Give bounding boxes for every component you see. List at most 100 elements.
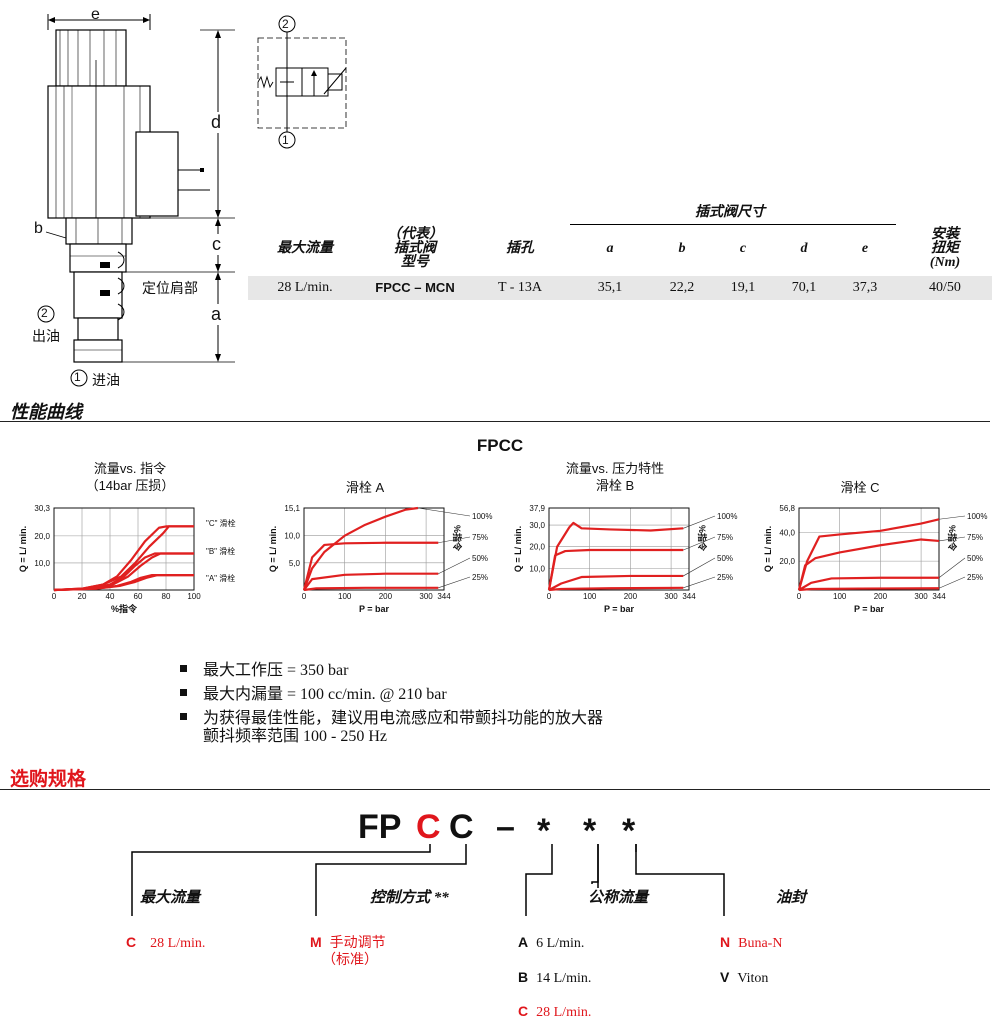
series-line xyxy=(303,586,439,592)
td-torque: 40/50 xyxy=(929,280,961,295)
series-line xyxy=(798,587,940,592)
option-key: B xyxy=(518,969,529,985)
code-control: C xyxy=(449,808,474,846)
y-tick-label: 20,0 xyxy=(529,543,545,552)
th-a: a xyxy=(606,241,614,256)
series-label: 100% xyxy=(967,512,987,521)
series-leader xyxy=(683,576,716,589)
bullet-continuation: 颤抖频率范围 100 - 250 Hz xyxy=(203,728,387,745)
valve-drawing xyxy=(37,14,235,387)
y-tick-label: 20,0 xyxy=(779,557,795,566)
x-axis-label: %指令 xyxy=(111,603,138,614)
y-tick-label: 56,8 xyxy=(779,504,795,513)
ordering-section-title: 选购规格 xyxy=(10,769,87,790)
group-seal: 油封 xyxy=(776,890,807,906)
series-leader xyxy=(683,515,716,529)
option-key: M xyxy=(310,934,322,950)
plot-frame xyxy=(548,507,690,591)
option-key: C xyxy=(518,1003,529,1019)
x-tick-label: 100 xyxy=(833,592,847,601)
x-tick-label: 344 xyxy=(437,592,451,601)
td-a: 35,1 xyxy=(597,280,623,295)
chart3-subtitle: 滑栓 B xyxy=(595,478,635,493)
y-tick-label: 5,0 xyxy=(289,559,301,568)
td-cavity: T - 13A xyxy=(497,280,543,295)
series-line xyxy=(797,538,940,591)
y-tick-label: 10,0 xyxy=(284,532,300,541)
th-torque-l2: 扭矩 xyxy=(931,241,959,256)
th-model-l1: （代表） xyxy=(387,227,443,242)
chart4-title: 滑栓 C xyxy=(840,480,880,495)
th-torque-l1: 安装 xyxy=(931,227,959,242)
series-leader xyxy=(683,536,716,551)
option-key: A xyxy=(518,934,529,950)
legend-entry: "C" 滑栓 xyxy=(206,518,236,528)
td-model: FPCC – MCN xyxy=(375,280,455,295)
y-tick-label: 15,1 xyxy=(284,504,300,513)
option-value: 6 L/min. xyxy=(536,936,585,951)
y-axis-label: Q = L/ min. xyxy=(763,526,773,572)
series-label: 75% xyxy=(967,533,983,542)
code-dash: – xyxy=(496,808,515,846)
series-label: 25% xyxy=(967,573,983,582)
series-label: 50% xyxy=(717,554,733,563)
x-tick-label: 200 xyxy=(874,592,888,601)
y-tick-label: 37,9 xyxy=(529,504,545,513)
option-nominal-flow: A 6 L/min. xyxy=(518,934,584,952)
x-tick-label: 60 xyxy=(134,592,143,601)
dim-a-label: a xyxy=(210,304,223,325)
option-key: N xyxy=(720,934,731,950)
x-tick-label: 0 xyxy=(547,592,552,601)
table-group-rule xyxy=(570,224,896,225)
series-line xyxy=(53,525,194,592)
locating-shoulder-label: 定位肩部 xyxy=(142,278,198,298)
hydraulic-symbol xyxy=(257,15,347,149)
symbol-port1: 1 xyxy=(282,133,289,147)
series-label: 100% xyxy=(472,512,492,521)
option-value: Viton xyxy=(737,971,769,986)
th-b: b xyxy=(678,241,686,256)
code-prefix: FP xyxy=(358,808,402,846)
group-control: 控制方式 ** xyxy=(370,890,449,906)
y-axis-label: Q = L/ min. xyxy=(268,526,278,572)
series-label: 75% xyxy=(717,533,733,542)
series-leader xyxy=(938,536,966,542)
th-max-flow: 最大流量 xyxy=(277,241,333,256)
th-model-l2: 插式阀 xyxy=(394,241,436,256)
series-leader xyxy=(938,576,966,589)
x-tick-label: 80 xyxy=(162,592,171,601)
series-leader xyxy=(938,515,966,520)
y-axis-label: Q = L/ min. xyxy=(513,526,523,572)
y-tick-label: 30,3 xyxy=(34,504,50,513)
th-model-l3: 型号 xyxy=(401,255,429,270)
x-axis-label: P = bar xyxy=(359,604,390,614)
plot-frame xyxy=(798,507,940,591)
y-axis-label: Q = L/ min. xyxy=(18,526,28,572)
dim-b-label: b xyxy=(34,220,43,237)
x-tick-label: 40 xyxy=(106,592,115,601)
series-label: 50% xyxy=(472,554,488,563)
chart1-title: 流量vs. 指令 xyxy=(93,461,167,476)
legend-entry: "B" 滑栓 xyxy=(206,546,235,556)
port2-number: 2 xyxy=(41,306,48,320)
bullet-item: 最大工作压 = 350 bar xyxy=(180,662,348,680)
performance-model-title: FPCC xyxy=(476,436,524,455)
bullet-text: 最大工作压 = 350 bar xyxy=(203,662,349,679)
x-tick-label: 344 xyxy=(682,592,696,601)
series-leader xyxy=(438,536,471,544)
bullet-text: 最大内漏量 = 100 cc/min. @ 210 bar xyxy=(203,686,447,703)
td-b: 22,2 xyxy=(669,280,695,295)
code-nominal-flow: * xyxy=(537,812,551,850)
series-line xyxy=(548,586,684,592)
y-tick-label: 30,0 xyxy=(529,521,545,530)
bullet-item: 最大内漏量 = 100 cc/min. @ 210 bar xyxy=(180,686,447,704)
performance-section-title: 性能曲线 xyxy=(10,402,82,422)
series-line xyxy=(302,506,419,591)
y-tick-label: 10,0 xyxy=(34,559,50,568)
series-leader xyxy=(438,557,471,574)
series-leader xyxy=(938,557,966,578)
